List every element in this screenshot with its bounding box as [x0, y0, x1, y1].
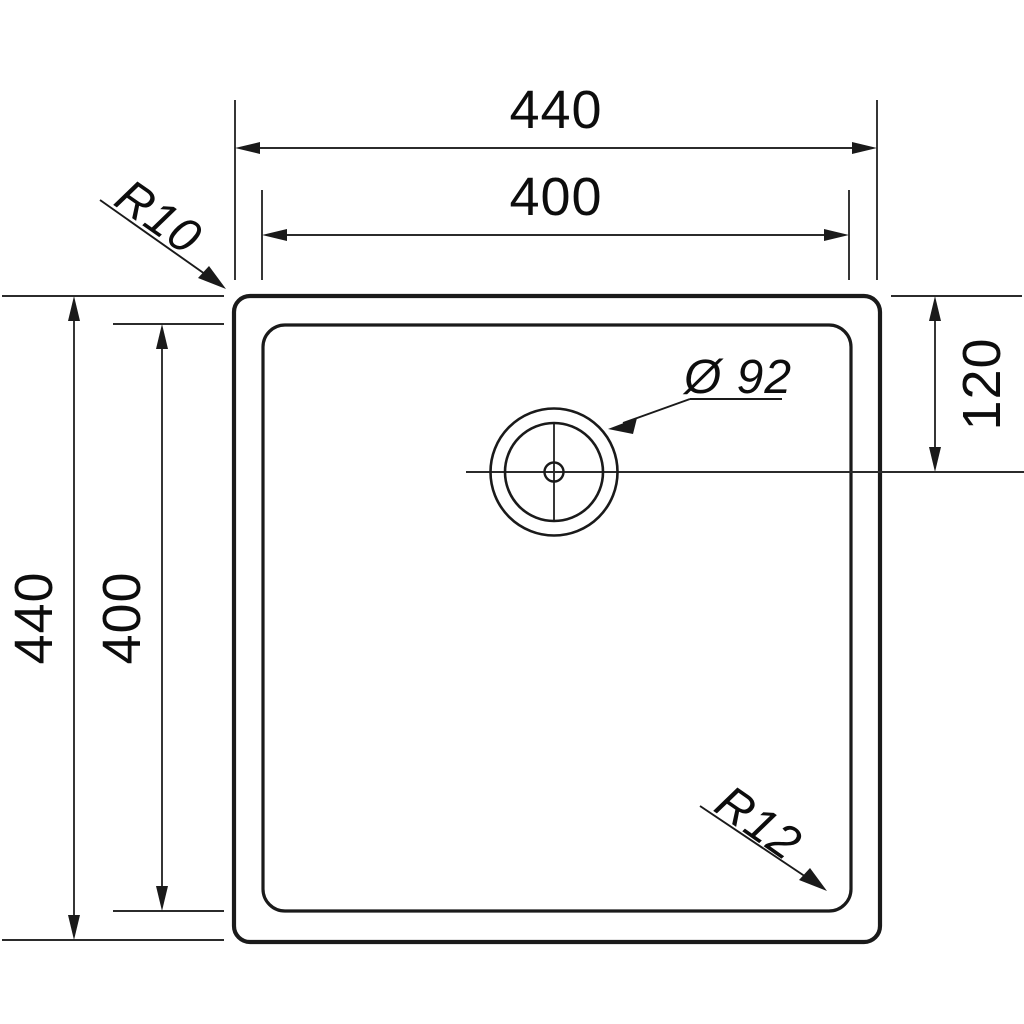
arrowhead-top-400-right — [824, 229, 849, 241]
arrowhead-diameter-leader — [608, 418, 637, 434]
note-label-r12: R12 — [706, 776, 811, 872]
leader-line-r12 — [699, 805, 813, 882]
outer-flange-outline — [231, 293, 883, 945]
arrowhead-left-400-bottom — [156, 886, 168, 911]
dim-label-right-120: 120 — [952, 337, 1012, 430]
leader-line-r10 — [99, 199, 213, 280]
dim-label-top-440: 440 — [509, 80, 602, 140]
arrowhead-r10-leader — [198, 266, 226, 289]
arrowhead-top-440-right — [852, 142, 877, 154]
arrowhead-top-400-left — [262, 229, 287, 241]
arrowhead-left-440-top — [68, 296, 80, 321]
arrowhead-left-400-top — [156, 324, 168, 349]
dim-label-top-400: 400 — [509, 167, 602, 227]
inner-bowl-outline — [261, 323, 853, 913]
arrowhead-left-440-bottom — [68, 915, 80, 940]
drain-outer-ring — [489, 407, 619, 537]
note-label-drain-diameter: Ø 92 — [682, 351, 792, 404]
arrowhead-r12-leader — [799, 868, 827, 891]
leader-line-diameter — [622, 398, 691, 424]
arrowhead-top-440-left — [235, 142, 260, 154]
arrowhead-right-120-top — [929, 296, 941, 321]
note-label-r10: R10 — [106, 170, 211, 266]
arrowhead-right-120-bottom — [929, 447, 941, 472]
dim-label-left-400: 400 — [92, 571, 152, 664]
drain-centre-hole — [543, 461, 565, 483]
dim-label-left-440: 440 — [4, 571, 64, 664]
drain-inner-ring — [503, 421, 605, 523]
